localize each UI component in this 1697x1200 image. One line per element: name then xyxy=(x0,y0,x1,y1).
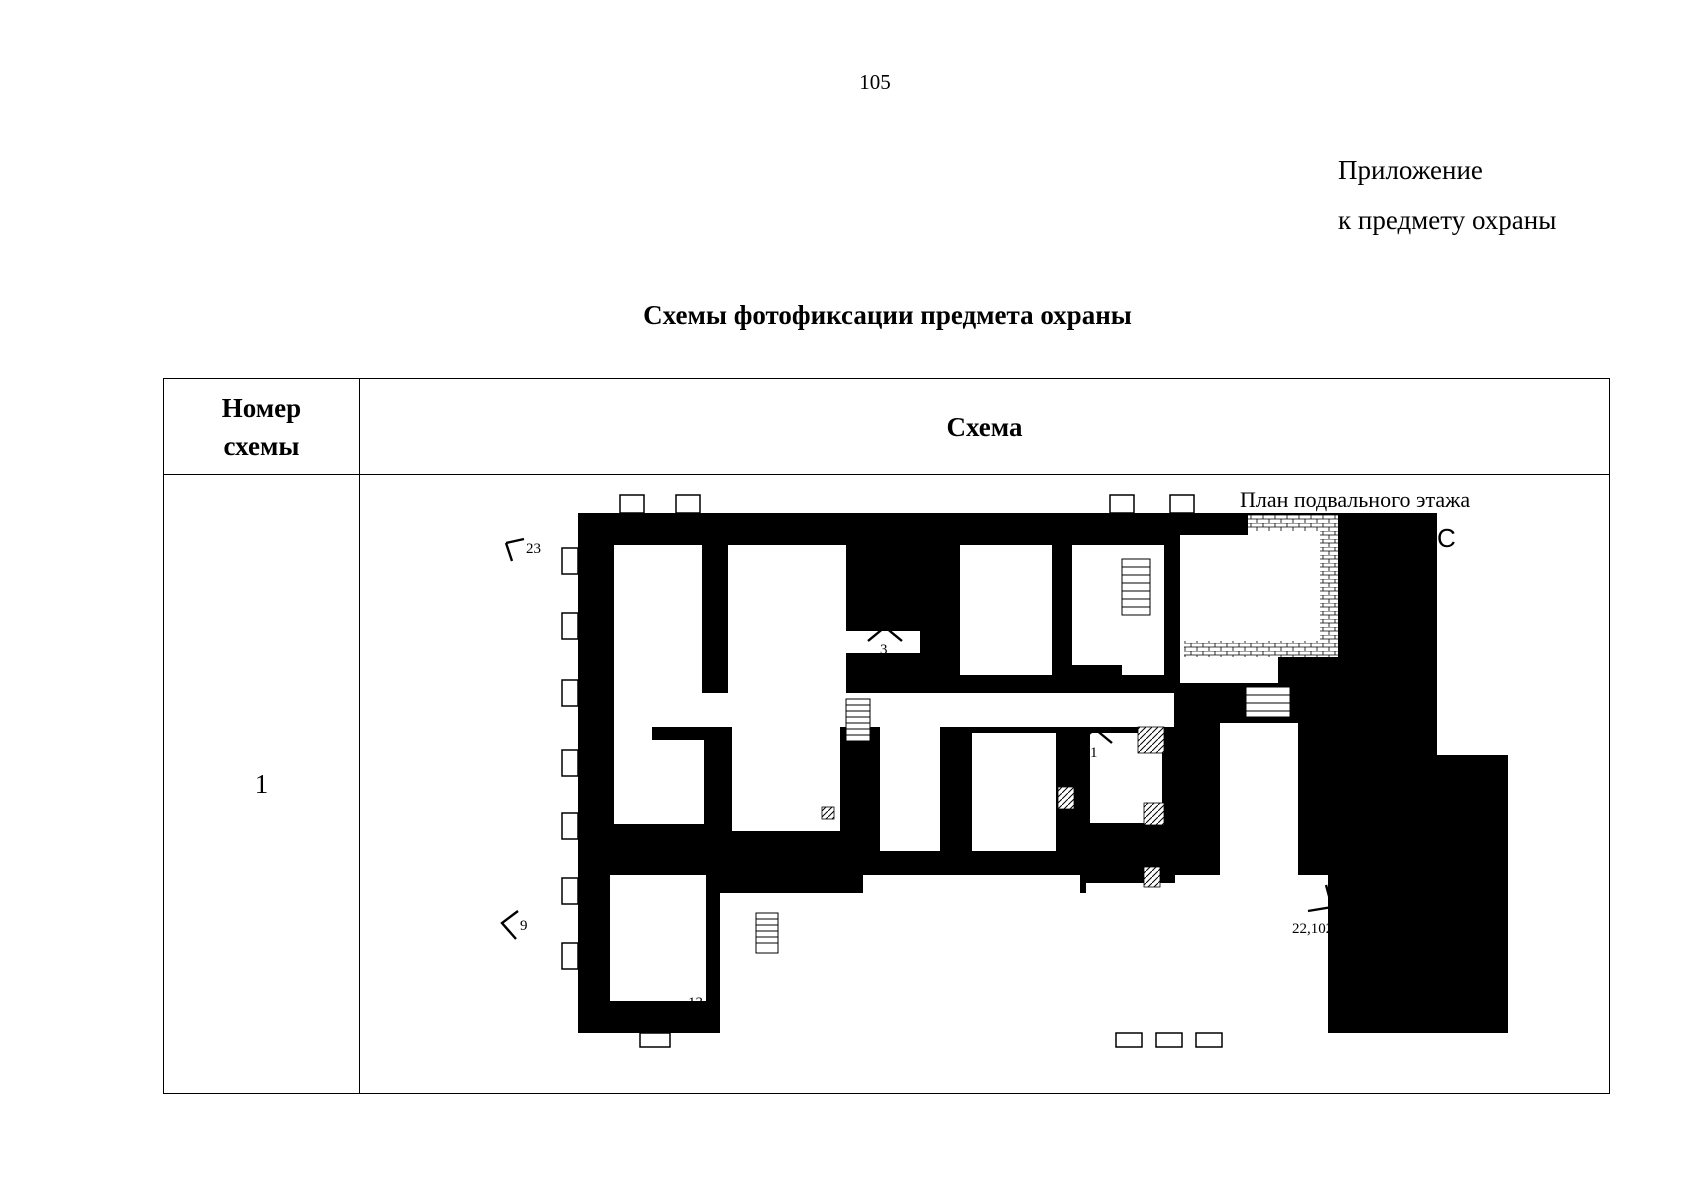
marker-label-22-102: 22,102 xyxy=(1292,921,1334,937)
appendix-line-2: к предмету охраны xyxy=(1338,205,1557,235)
document-title: Схемы фотофиксации предмета охраны xyxy=(643,300,1132,330)
brick-annex-top xyxy=(1248,515,1338,531)
table-header-row: Номер схемы Схема xyxy=(163,378,1610,475)
hatched-walls xyxy=(821,726,1165,888)
header-scheme: Схема xyxy=(359,378,1610,475)
appendix-note: Приложение к предмету охраны xyxy=(1338,145,1556,245)
brick-annex-bottom xyxy=(1184,641,1338,657)
marker-label-9: 9 xyxy=(520,918,528,934)
header-number-line-1: Номер xyxy=(221,392,302,423)
header-scheme-number: Номер схемы xyxy=(163,378,360,475)
table-row: 1 xyxy=(163,474,1610,1094)
scheme-plan-cell: План подвального этажа С 23 3 1 22,102 9… xyxy=(359,474,1610,1094)
marker-label-13: 13 xyxy=(688,995,703,1011)
stairs xyxy=(755,558,1291,954)
courtyard xyxy=(720,875,1080,1033)
north-label: С xyxy=(1437,523,1456,553)
marker-label-23: 23 xyxy=(526,541,541,557)
rooms xyxy=(610,535,1298,1011)
bottom-windows xyxy=(639,1032,1223,1048)
brick-annex-right xyxy=(1320,531,1338,649)
top-windows xyxy=(619,494,1195,514)
basement-floor-plan xyxy=(500,494,1508,1048)
photo-direction-markers xyxy=(500,537,1334,1023)
marker-label-3: 3 xyxy=(880,642,888,658)
scheme-number-cell: 1 xyxy=(163,474,360,1094)
marker-label-1: 1 xyxy=(1090,745,1098,761)
plan-title: План подвального этажа xyxy=(1240,487,1471,512)
scheme-table: Номер схемы Схема 1 xyxy=(163,378,1610,1094)
annex-yard xyxy=(1248,531,1320,641)
header-number-line-2: схемы xyxy=(223,430,300,461)
north-arrow xyxy=(1356,525,1370,609)
left-windows xyxy=(561,547,579,970)
page-number: 105 xyxy=(859,70,891,94)
appendix-line-1: Приложение xyxy=(1338,155,1483,185)
